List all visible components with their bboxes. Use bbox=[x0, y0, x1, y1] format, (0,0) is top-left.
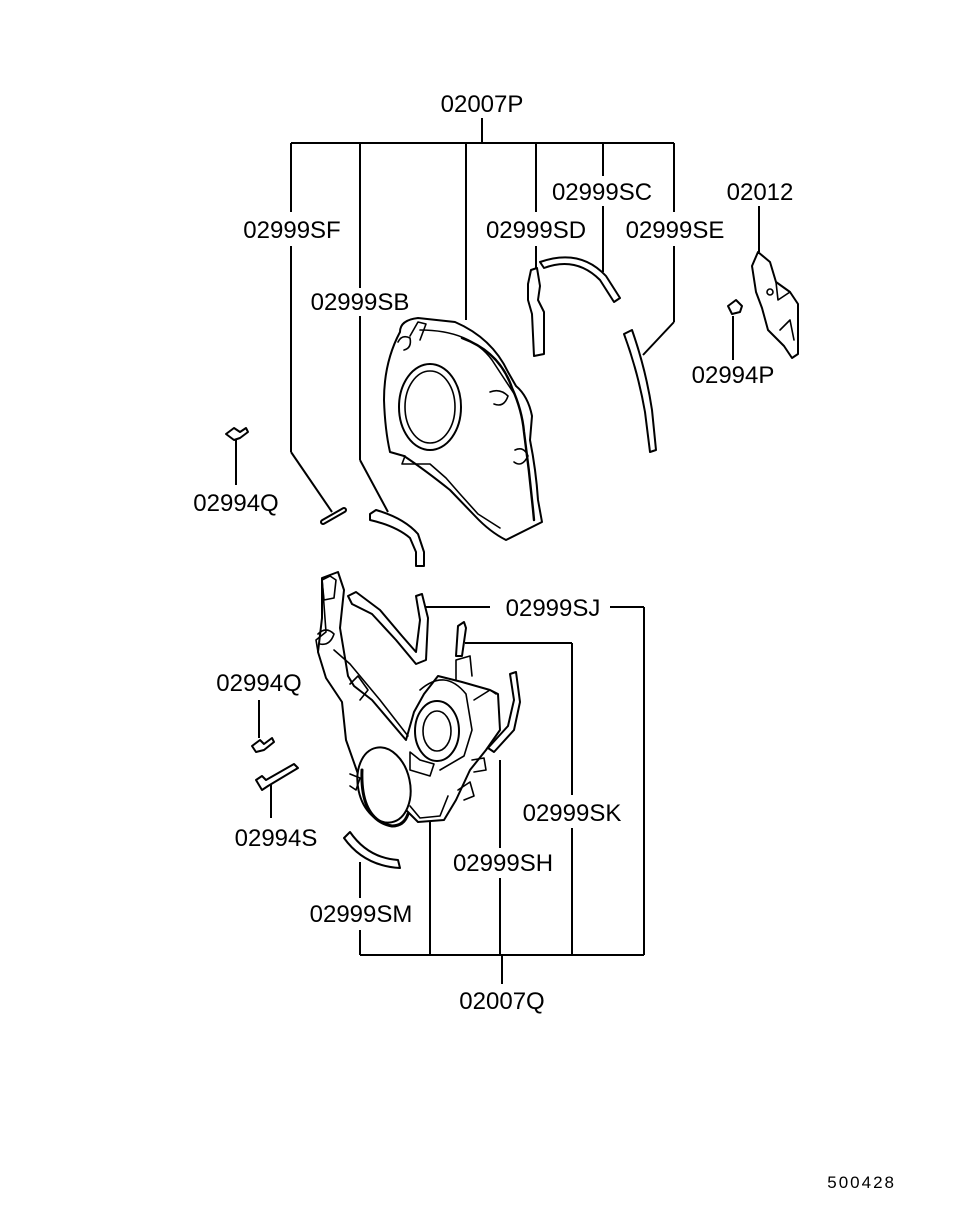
label-02994q-lower: 02994Q bbox=[216, 670, 301, 697]
label-02994s: 02994S bbox=[235, 825, 318, 852]
bolts bbox=[225, 299, 743, 791]
label-02007p: 02007P bbox=[441, 91, 524, 118]
diagram-code: 500428 bbox=[827, 1173, 896, 1192]
label-02999sb: 02999SB bbox=[311, 289, 410, 316]
label-02007q: 02007Q bbox=[459, 988, 544, 1015]
label-02994p: 02994P bbox=[692, 362, 775, 389]
cover-bracket bbox=[751, 251, 799, 359]
upper-seals bbox=[320, 256, 657, 567]
label-02999sf: 02999SF bbox=[243, 217, 340, 244]
label-02999sh: 02999SH bbox=[453, 850, 553, 877]
label-02999sd: 02999SD bbox=[486, 217, 586, 244]
lower-cover bbox=[315, 571, 501, 828]
label-02999sk: 02999SK bbox=[523, 800, 622, 827]
upper-cover bbox=[383, 317, 543, 541]
label-02999sm: 02999SM bbox=[310, 901, 413, 928]
leader-lines bbox=[235, 118, 760, 984]
lower-seals bbox=[343, 591, 521, 869]
label-02999sc: 02999SC bbox=[552, 179, 652, 206]
part-labels: 02007P 02999SC 02012 02999SF 02999SD 029… bbox=[193, 91, 896, 1192]
label-02994q-upper: 02994Q bbox=[193, 490, 278, 517]
label-02999se: 02999SE bbox=[626, 217, 725, 244]
label-02999sj: 02999SJ bbox=[506, 595, 601, 622]
label-02012: 02012 bbox=[727, 179, 794, 206]
